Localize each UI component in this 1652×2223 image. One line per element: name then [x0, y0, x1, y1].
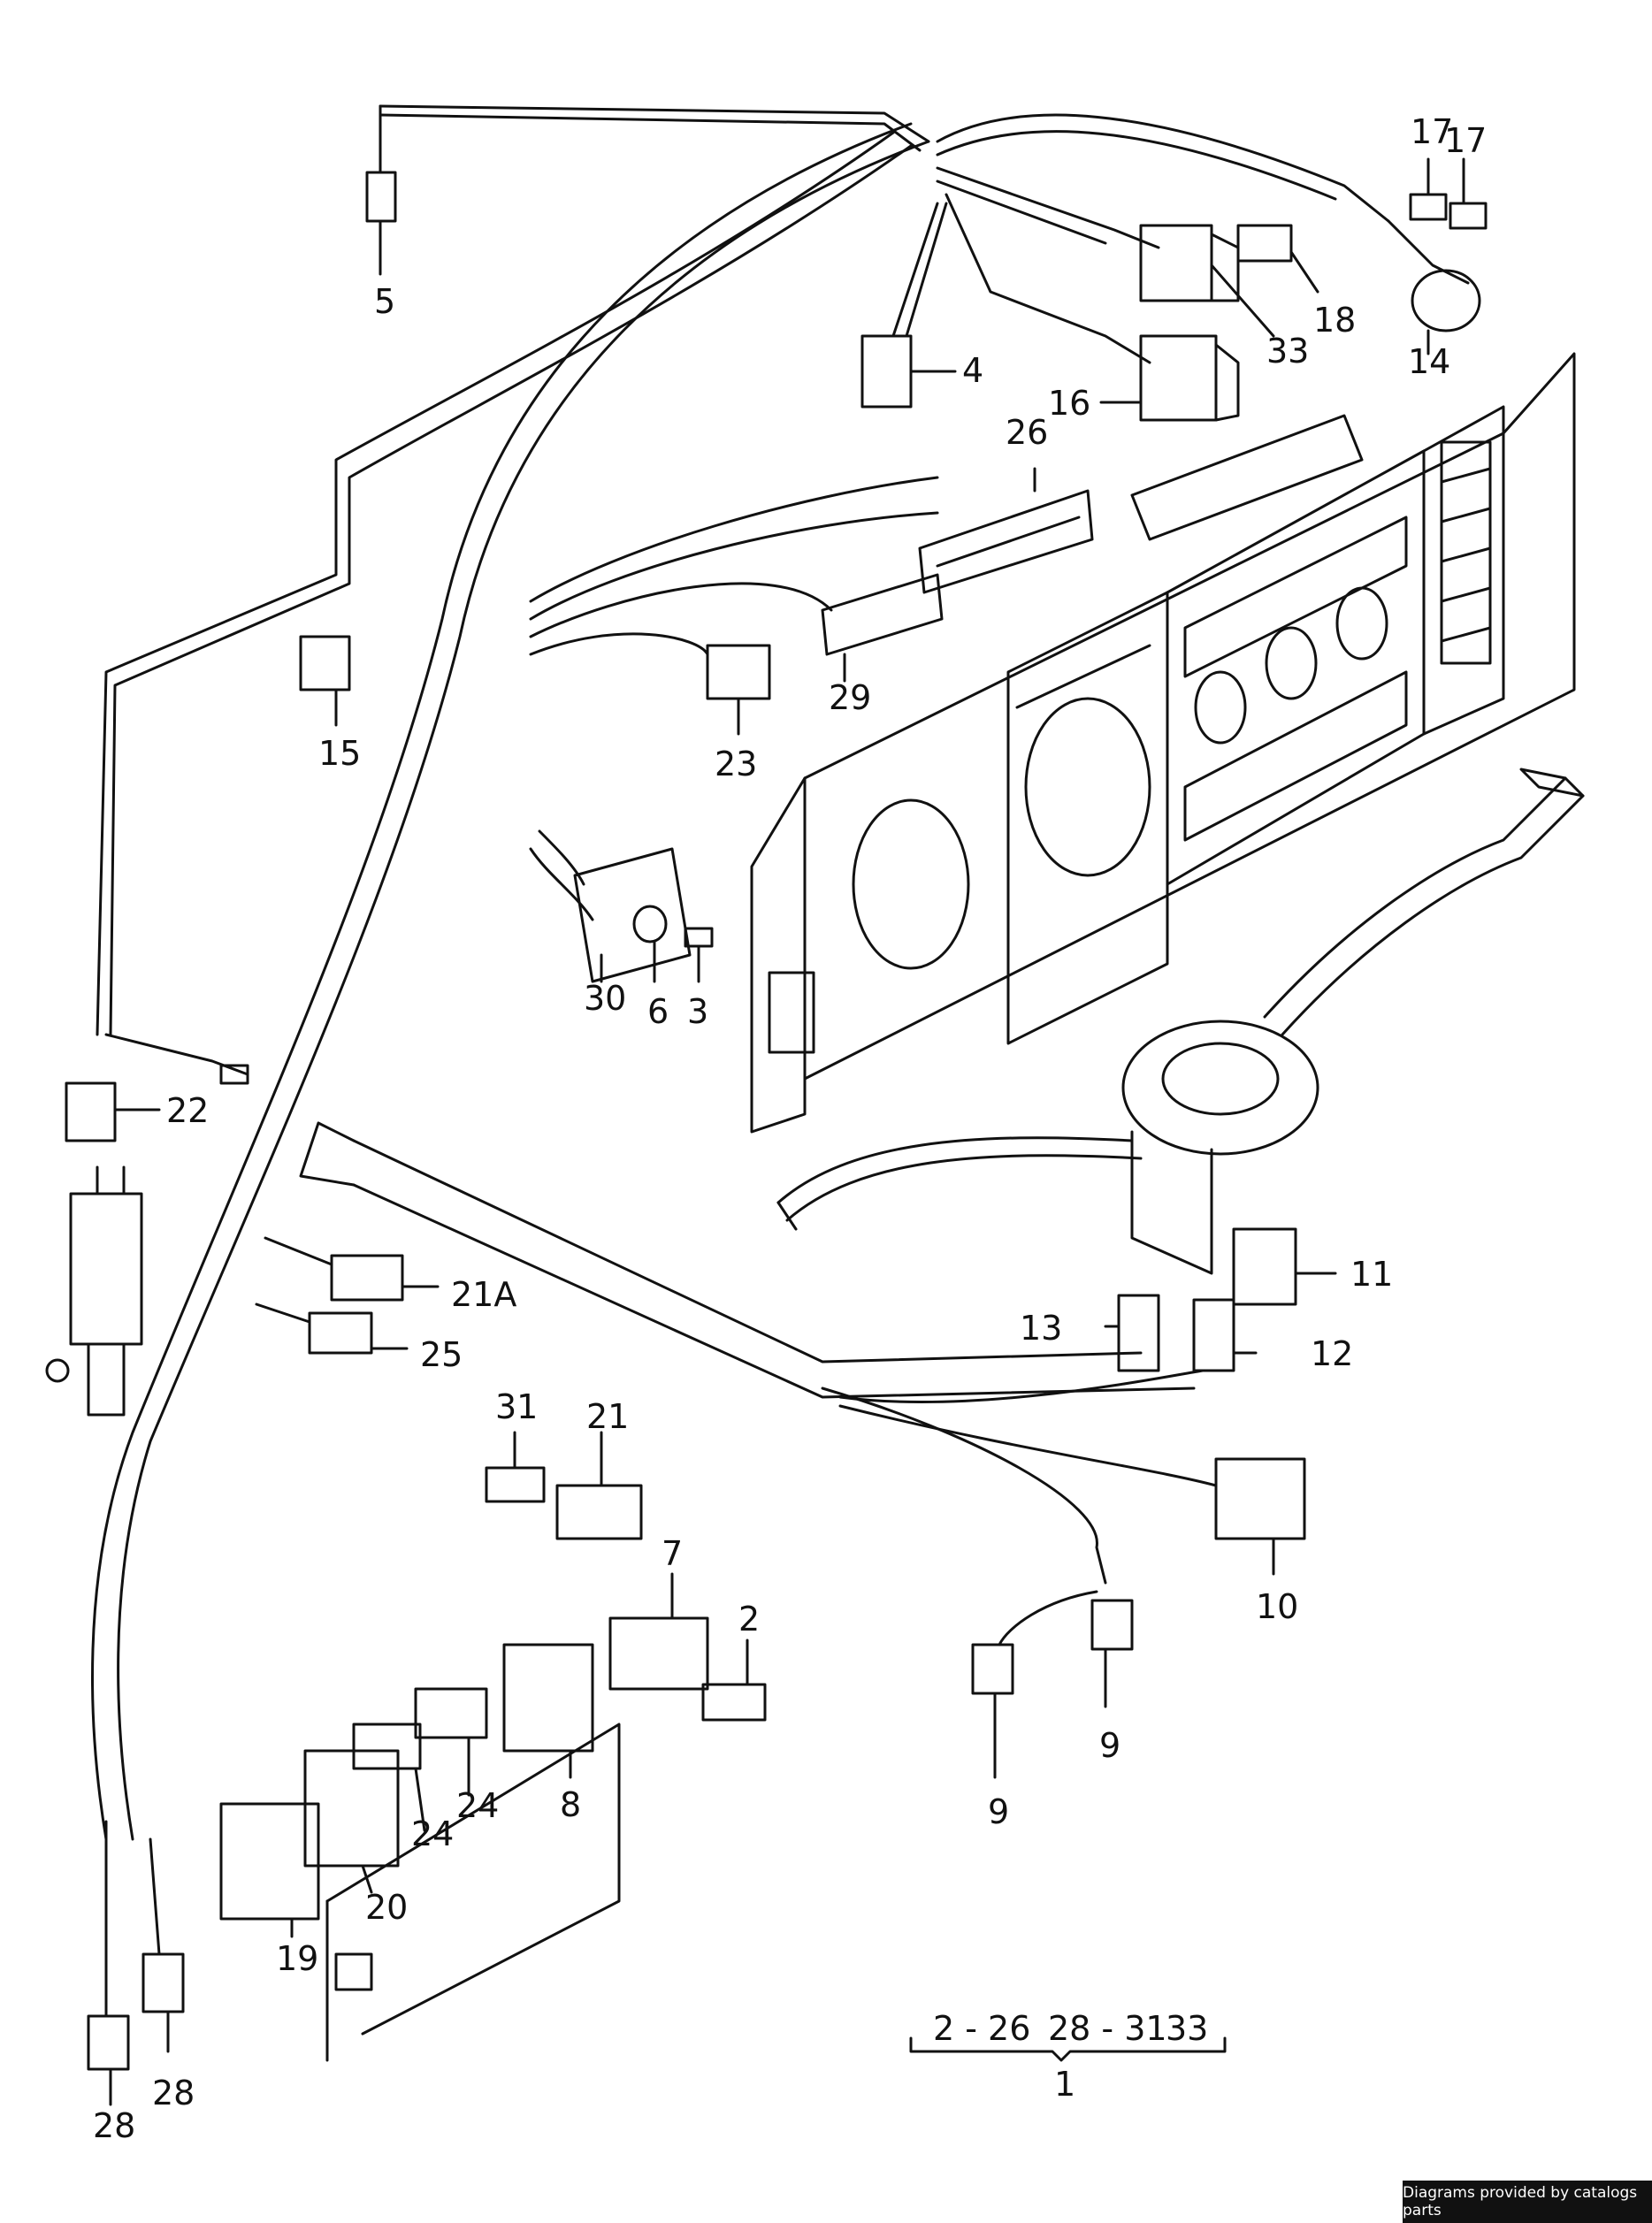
part-number-19: 19 — [276, 1939, 319, 1978]
part-number-2: 2 — [738, 1600, 761, 1639]
connector-30 — [529, 829, 692, 983]
part-number-7: 7 — [662, 1534, 684, 1573]
part-number-9b: 9 — [988, 1792, 1010, 1831]
connector-4 — [860, 334, 957, 409]
part-number-12: 12 — [1311, 1334, 1354, 1373]
part-number-29: 29 — [829, 678, 872, 717]
part-number-4: 4 — [962, 351, 984, 390]
part-number-33: 33 — [1266, 332, 1310, 370]
part-number-25: 25 — [420, 1335, 463, 1374]
connector-10 — [1214, 1457, 1306, 1576]
connector-17 — [1409, 157, 1488, 230]
part-14 — [1411, 269, 1481, 355]
part-3 — [684, 927, 714, 983]
connector-15 — [299, 635, 351, 727]
connector-18 — [1236, 224, 1319, 294]
part-number-11: 11 — [1350, 1255, 1394, 1294]
relay-8 — [502, 1643, 594, 1779]
part-number-24a: 24 — [456, 1786, 500, 1825]
part-number-23: 23 — [715, 745, 758, 783]
relay-31 — [485, 1431, 546, 1503]
instrument-cluster — [750, 352, 1576, 1134]
part-number-28b: 28 — [152, 2074, 195, 2112]
part-number-21A: 21A — [451, 1275, 517, 1314]
part-number-6: 6 — [647, 992, 669, 1031]
part-number-3: 3 — [687, 992, 709, 1031]
connector-5 — [365, 149, 397, 276]
connector-25 — [255, 1302, 409, 1355]
part-number-17b: 17 — [1444, 121, 1488, 160]
combination-switch — [776, 768, 1585, 1275]
connector-28a — [87, 1820, 130, 2106]
legend-range-1: 2 - 26 — [933, 2009, 1031, 2048]
part-number-31: 31 — [495, 1387, 539, 1426]
bulb-holder-9a — [998, 1590, 1134, 1708]
part-number-22: 22 — [166, 1091, 210, 1130]
part-number-16: 16 — [1048, 384, 1091, 423]
relay-panel — [325, 1723, 621, 2062]
upper-branch-wires — [891, 113, 1470, 364]
legend-assembly-number: 1 — [1054, 2065, 1076, 2104]
part-number-15: 15 — [318, 734, 362, 773]
credit-badge: Diagrams provided by catalogs parts — [1403, 2181, 1652, 2223]
connector-23 — [706, 644, 771, 736]
relay-24b — [352, 1723, 426, 1832]
part-number-8: 8 — [560, 1785, 582, 1824]
connector-21A — [264, 1236, 440, 1302]
part-6 — [632, 905, 668, 983]
relay-21 — [555, 1431, 643, 1540]
connector-28b — [141, 1837, 185, 2053]
sensor — [45, 1165, 143, 1417]
part-number-26: 26 — [1006, 413, 1049, 452]
connector-11 — [1232, 1227, 1337, 1306]
part-number-20: 20 — [365, 1888, 409, 1927]
part-number-28a: 28 — [93, 2106, 136, 2145]
connector-13 — [1104, 1294, 1160, 1372]
connector-26 — [918, 467, 1094, 594]
connector-22 — [65, 1033, 249, 1142]
part-number-17a: 17 — [1411, 112, 1454, 151]
relay-24a — [414, 1687, 488, 1797]
connector-12 — [1192, 1298, 1258, 1372]
relay-7 — [608, 1572, 709, 1691]
part-number-10: 10 — [1256, 1587, 1299, 1626]
part-number-9a: 9 — [1099, 1726, 1121, 1765]
part-number-5: 5 — [374, 282, 396, 321]
part-number-14: 14 — [1408, 342, 1451, 381]
connector-16 — [1099, 334, 1240, 422]
main-harness — [91, 104, 930, 1841]
part-number-21: 21 — [586, 1397, 630, 1436]
relay-20 — [303, 1749, 400, 1894]
part-number-30: 30 — [584, 979, 627, 1018]
relay-19 — [219, 1802, 320, 1938]
ribbon-wires — [529, 476, 939, 656]
bulb-holder-9b — [971, 1643, 1014, 1779]
lower-harness-tube — [299, 1121, 1218, 1585]
fuse-2 — [701, 1639, 767, 1722]
legend-range-3: 33 — [1166, 2009, 1209, 2048]
part-number-18: 18 — [1313, 301, 1357, 340]
part-number-13: 13 — [1020, 1309, 1063, 1348]
connector-33 — [1139, 224, 1275, 338]
part-number-24b: 24 — [411, 1814, 455, 1853]
connector-29 — [821, 573, 944, 683]
legend-bracket — [909, 2036, 1227, 2062]
legend-range-2: 28 - 31 — [1048, 2009, 1167, 2048]
